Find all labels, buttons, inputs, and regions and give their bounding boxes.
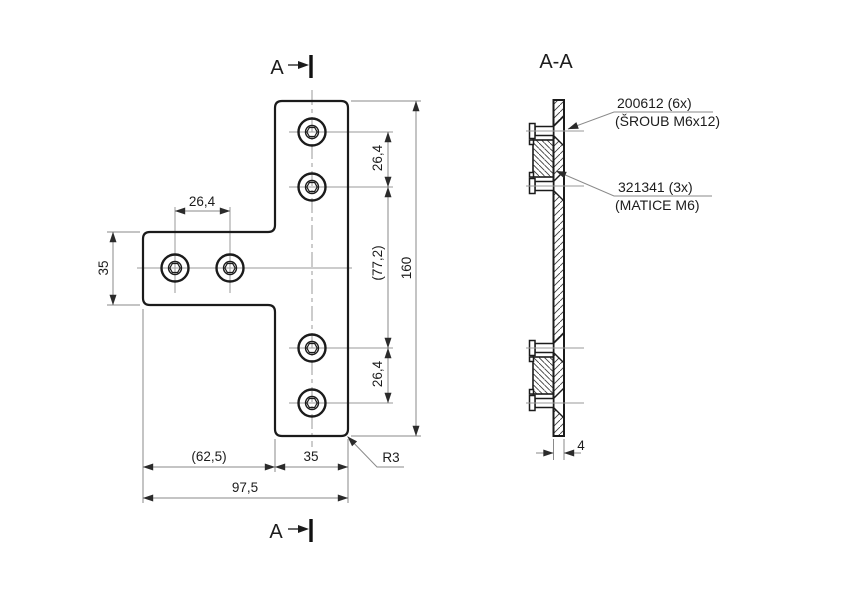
nut-block bbox=[532, 139, 555, 178]
plate-outline bbox=[141, 99, 350, 438]
hex-socket-icon bbox=[306, 126, 318, 138]
dim-text: 160 bbox=[399, 257, 414, 280]
dim-text: 26,4 bbox=[189, 194, 216, 209]
front-view: A A bbox=[96, 55, 421, 543]
nut-flange bbox=[528, 171, 535, 178]
plate-section-outline bbox=[552, 99, 565, 437]
nut-flange bbox=[528, 388, 535, 395]
fastener-assembly-bottom bbox=[526, 339, 584, 412]
countersink-edges bbox=[553, 115, 565, 419]
section-letter-bottom: A bbox=[269, 521, 283, 543]
dim-total-height: 160 bbox=[351, 100, 421, 437]
hex-socket-icon bbox=[169, 262, 181, 274]
dim-text: 26,4 bbox=[370, 360, 385, 387]
section-title: A-A bbox=[539, 51, 573, 73]
hole bbox=[297, 388, 327, 418]
section-view: A-A bbox=[526, 51, 720, 460]
callout-nut: 321341 (3x) (MATICE M6) bbox=[555, 170, 712, 213]
dim-total-width: 97,5 bbox=[142, 480, 349, 502]
cut-arrow-head-bottom bbox=[298, 525, 309, 533]
dim-arm-height: 35 bbox=[96, 231, 140, 306]
dim-hole-pitch-top: 26,4 bbox=[370, 131, 392, 188]
dim-text: (62,5) bbox=[191, 449, 226, 464]
section-cut-marker-bottom: A bbox=[269, 519, 313, 543]
hex-socket-icon bbox=[224, 262, 236, 274]
dim-text: 4 bbox=[577, 438, 585, 453]
hex-socket-icon bbox=[306, 342, 318, 354]
callout-screw: 200612 (6x) (ŠROUB M6x12) bbox=[567, 95, 720, 130]
dim-hole-pitch-arm: 26,4 bbox=[174, 194, 231, 215]
dim-text: 97,5 bbox=[232, 480, 258, 495]
callout-text: (MATICE M6) bbox=[615, 197, 700, 213]
dim-corner-radius: R3 bbox=[347, 436, 404, 468]
hole bbox=[160, 253, 190, 283]
plate-section-hatch bbox=[553, 100, 564, 436]
centerlines bbox=[137, 90, 393, 447]
dim-arm-length: (62,5) bbox=[142, 449, 276, 471]
nut-flange bbox=[528, 356, 535, 363]
holes bbox=[160, 117, 327, 418]
hex-socket-icon bbox=[306, 397, 318, 409]
dim-bar-width: 35 bbox=[274, 449, 349, 471]
hex-socket-icon bbox=[306, 181, 318, 193]
section-letter-top: A bbox=[270, 57, 284, 79]
callout-text: 200612 (6x) bbox=[617, 95, 692, 111]
dim-text: 35 bbox=[96, 260, 111, 275]
callout-text: 321341 (3x) bbox=[618, 179, 693, 195]
section-cut-marker-top: A bbox=[270, 55, 313, 79]
dim-plate-thickness: 4 bbox=[536, 438, 585, 460]
hole bbox=[297, 117, 327, 147]
dim-hole-span-vertical: (77,2) bbox=[370, 186, 392, 349]
dim-text: 26,4 bbox=[370, 144, 385, 171]
fastener-assembly-top bbox=[526, 122, 584, 195]
dim-text: 35 bbox=[303, 449, 318, 464]
nut-flange bbox=[528, 139, 535, 146]
dim-text: R3 bbox=[382, 450, 399, 465]
dim-text: (77,2) bbox=[370, 245, 385, 280]
hole bbox=[297, 333, 327, 363]
callout-text: (ŠROUB M6x12) bbox=[615, 113, 720, 129]
cut-arrow-head-top bbox=[298, 61, 309, 69]
hole bbox=[215, 253, 245, 283]
hole bbox=[297, 172, 327, 202]
nut-block bbox=[532, 356, 555, 395]
dim-hole-pitch-bottom: 26,4 bbox=[370, 347, 392, 404]
